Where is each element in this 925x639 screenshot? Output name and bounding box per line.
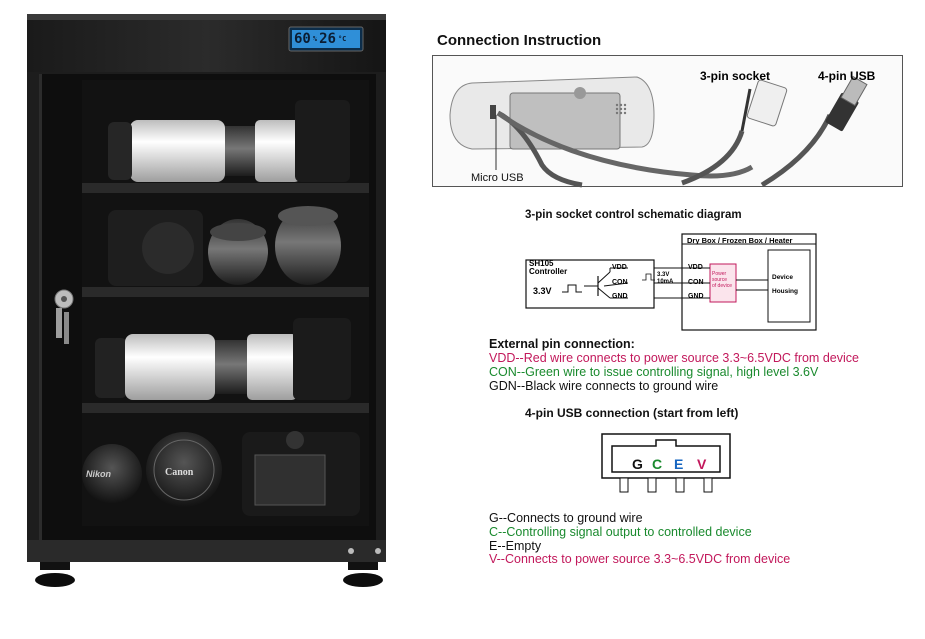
lcd-temperature-unit: °C xyxy=(337,35,347,43)
usb-desc-v: V--Connects to power source 3.3~6.5VDC f… xyxy=(489,552,791,566)
schematic-title: 3-pin socket control schematic diagram xyxy=(525,209,742,221)
label-micro-usb: Micro USB xyxy=(471,172,524,184)
pin-vdd: VDD xyxy=(612,264,627,271)
lcd-display: 60% 26°C xyxy=(294,30,358,48)
usb-desc-c: C--Controlling signal output to controll… xyxy=(489,525,752,539)
device-pin-gnd: GND xyxy=(688,293,704,300)
lcd-humidity-unit: % xyxy=(312,35,318,43)
usb-desc-g: G--Connects to ground wire xyxy=(489,511,643,525)
signal-current: 10mA xyxy=(657,279,674,285)
label-3pin-socket: 3-pin socket xyxy=(700,69,771,83)
lens-cap-brand-nikon: Nikon xyxy=(86,469,112,479)
signal-voltage: 3.3V xyxy=(657,272,670,278)
usb-pin-g: G xyxy=(632,456,643,472)
device-label-1: Device xyxy=(772,274,793,281)
lcd-humidity: 60 xyxy=(294,31,311,47)
usb-pin-e: E xyxy=(674,456,684,472)
pin-con: CON xyxy=(612,279,628,286)
usb-pin-v: V xyxy=(697,456,707,472)
external-pin-vdd: VDD--Red wire connects to power source 3… xyxy=(489,351,859,365)
pin-gnd: GND xyxy=(612,293,628,300)
external-pin-con: CON--Green wire to issue controlling sig… xyxy=(489,365,819,379)
connection-title: Connection Instruction xyxy=(437,32,602,49)
usb-pin-c: C xyxy=(652,456,663,472)
lens-cap-brand-canon: Canon xyxy=(165,467,194,478)
power-source-label-1: Power xyxy=(712,271,727,277)
lcd-temperature: 26 xyxy=(319,31,336,47)
device-box-title: Dry Box / Frozen Box / Heater xyxy=(687,236,793,245)
external-pin-heading: External pin connection: xyxy=(489,337,635,351)
controller-voltage: 3.3V xyxy=(533,286,552,296)
connection-photo xyxy=(432,55,903,188)
device-pin-vdd: VDD xyxy=(688,264,703,271)
external-pin-gdn: GDN--Black wire connects to ground wire xyxy=(489,379,719,393)
device-label-2: Housing xyxy=(772,288,798,295)
usb-desc-e: E--Empty xyxy=(489,539,542,553)
controller-label-2: Controller xyxy=(529,267,568,276)
dry-cabinet-image xyxy=(27,14,386,587)
usb-connector-diagram xyxy=(601,433,731,493)
usb-heading: 4-pin USB connection (start from left) xyxy=(525,406,739,420)
controller-label-1: SH105 xyxy=(529,259,554,268)
power-source-label-3: of device xyxy=(712,283,733,289)
device-pin-con: CON xyxy=(688,279,704,286)
power-source-label-2: source xyxy=(712,277,728,283)
label-4pin-usb: 4-pin USB xyxy=(818,69,876,83)
schematic-diagram xyxy=(525,233,817,331)
